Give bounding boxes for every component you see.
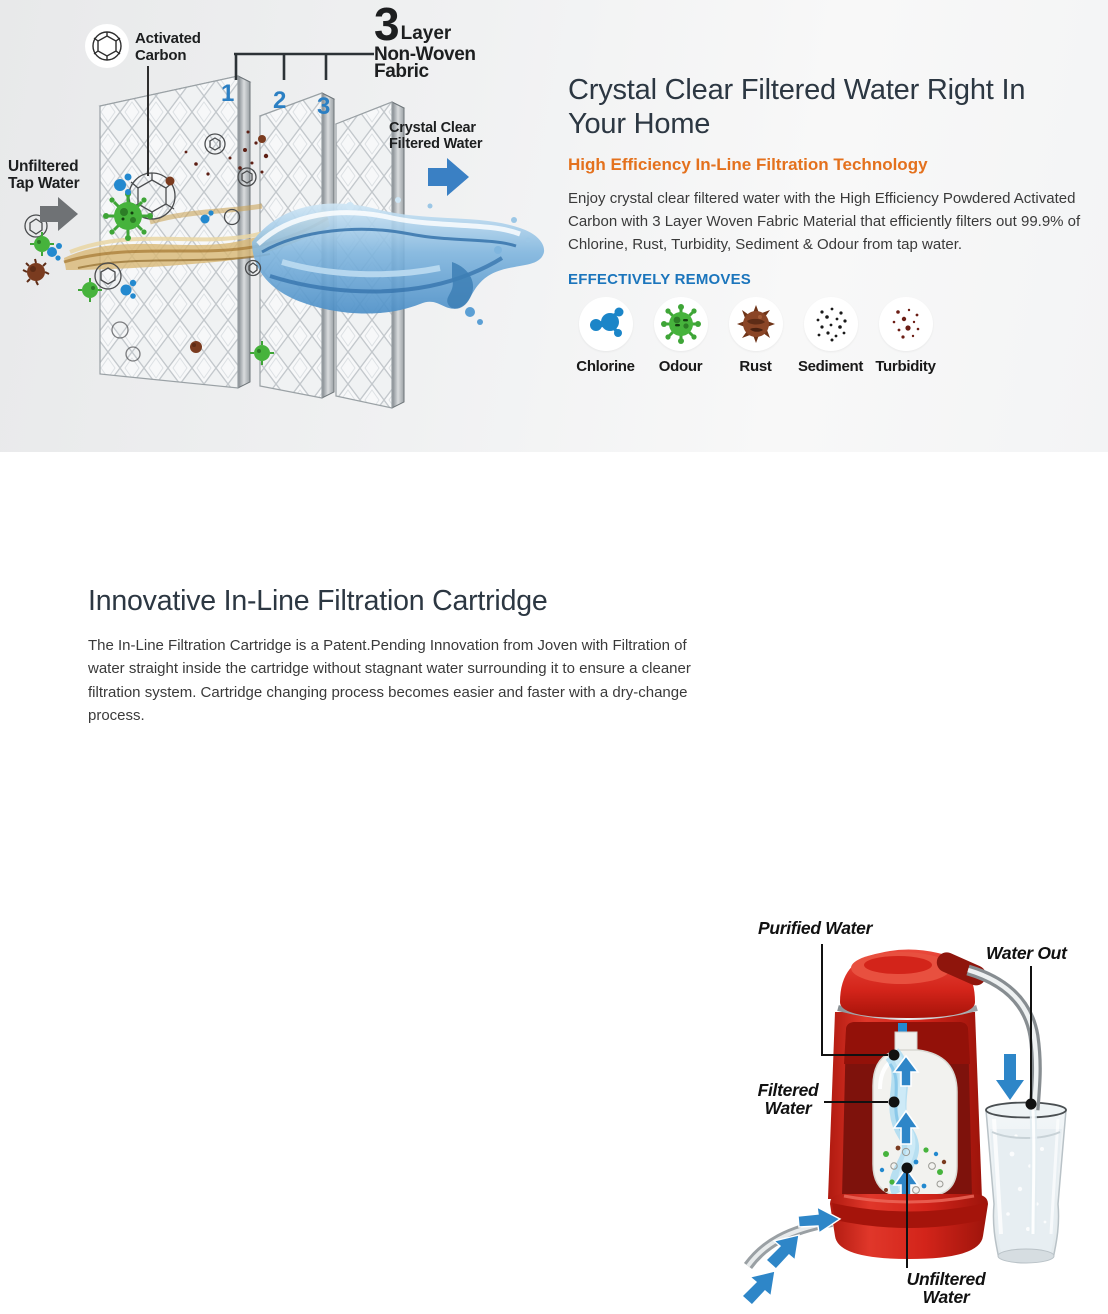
layer-material-label: Non-Woven Fabric	[374, 43, 476, 83]
layer-word: Layer	[400, 22, 452, 44]
inlet-tube	[740, 1205, 842, 1306]
three-layer-callout: 3 Layer Non-Woven Fabric	[374, 0, 484, 83]
odour-germ-particles	[30, 191, 274, 365]
carbon-buckyball-particles	[24, 133, 262, 362]
dispenser-base	[830, 1194, 988, 1259]
remove-item-chlorine: Chlorine	[568, 296, 643, 375]
remove-item-sediment: Sediment	[793, 296, 868, 375]
pour-down-arrow-icon	[996, 1054, 1024, 1100]
fabric-panel-1	[98, 75, 252, 389]
intro-copy: Crystal Clear Filtered Water Right In Yo…	[568, 74, 1088, 375]
panel-number-2: 2	[273, 87, 287, 114]
remove-label: Chlorine	[576, 357, 635, 375]
panel-number-1: 1	[221, 80, 235, 107]
activated-carbon-callout	[85, 24, 149, 176]
remove-item-odour: Odour	[643, 296, 718, 375]
cartridge-heading: Innovative In-Line Filtration Cartridge	[88, 585, 548, 617]
removes-icon-row: Chlorine	[568, 296, 1088, 375]
odour-germ-icon	[653, 296, 708, 351]
remove-item-turbidity: Turbidity	[868, 296, 943, 375]
turbidity-dots-icon	[878, 296, 933, 351]
rust-particle-icon	[728, 296, 783, 351]
filtered-arrow-icon	[428, 158, 469, 196]
technology-subheading: High Efficiency In-Line Filtration Techn…	[568, 154, 928, 174]
panel-number-3: 3	[317, 93, 331, 120]
effectively-removes-title: EFFECTIVELY REMOVES	[568, 270, 752, 288]
remove-label: Turbidity	[875, 357, 936, 375]
clean-water-splash	[252, 197, 545, 325]
rust-particles	[22, 135, 266, 353]
sediment-dot-particles	[184, 130, 269, 176]
filtered-water-label: Filtered Water	[757, 1080, 819, 1119]
cartridge-section: Innovative In-Line Filtration Cartridge …	[0, 452, 1108, 1307]
crystal-clear-water-label: Crystal Clear Filtered Water	[389, 120, 483, 152]
top-hero-section: Activated Carbon 3 Layer Non-Woven Fabri…	[0, 0, 1108, 452]
unfiltered-tap-water-label: Unfiltered Tap Water	[8, 158, 80, 193]
remove-item-rust: Rust	[718, 296, 793, 375]
unfiltered-arrow-icon	[40, 197, 78, 231]
dispenser-cutaway-diagram: Purified Water Water Out Filtered Water …	[740, 904, 1108, 1314]
remove-label: Rust	[739, 357, 772, 375]
remove-label: Odour	[658, 357, 703, 375]
chlorine-molecule-particles	[47, 173, 214, 299]
chlorine-molecule-icon	[578, 296, 633, 351]
activated-carbon-label: Activated Carbon	[135, 30, 201, 64]
remove-label: Sediment	[797, 357, 864, 375]
purified-water-label: Purified Water	[758, 918, 873, 938]
page-title: Crystal Clear Filtered Water Right In Yo…	[568, 74, 1026, 140]
unfiltered-water-label: Unfiltered Water	[906, 1269, 986, 1308]
cartridge-copy: Innovative In-Line Filtration Cartridge …	[88, 585, 728, 727]
sediment-dots-icon	[803, 296, 858, 351]
filtration-layers-graphic	[22, 24, 545, 409]
filtration-layers-diagram: Activated Carbon 3 Layer Non-Woven Fabri…	[0, 0, 548, 450]
germ-large	[103, 191, 153, 241]
cartridge-paragraph: The In-Line Filtration Cartridge is a Pa…	[88, 637, 691, 724]
layer-count: 3	[374, 0, 400, 50]
water-out-label: Water Out	[986, 943, 1067, 963]
water-glass	[985, 1101, 1067, 1264]
layer-bracket	[234, 52, 374, 80]
inlet-arrow-icon	[740, 1270, 776, 1306]
intro-paragraph: Enjoy crystal clear filtered water with …	[568, 189, 1081, 254]
